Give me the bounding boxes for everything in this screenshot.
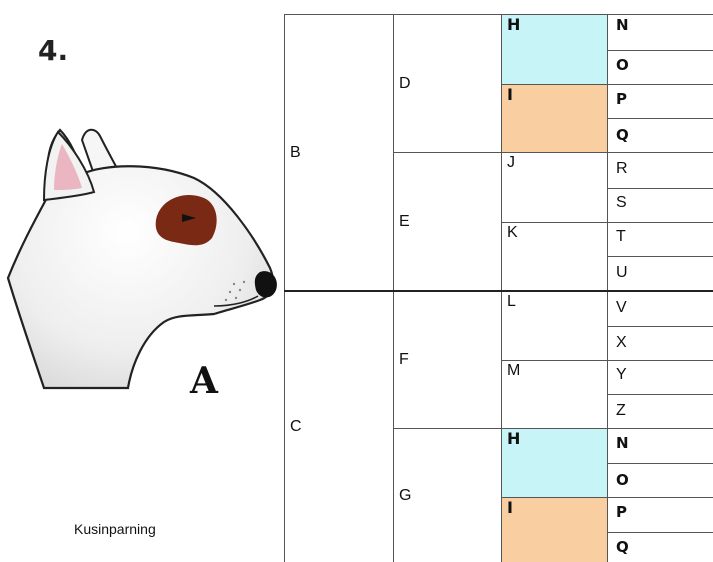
pedigree-line: [284, 290, 713, 292]
pedigree-line: [284, 14, 713, 15]
pedigree-line: [284, 14, 285, 562]
pedigree-line: [607, 118, 713, 119]
great-grandparent-cell: H: [502, 429, 607, 497]
great-great-grandparent-cell: T: [616, 228, 626, 245]
generation-number: 4.: [38, 34, 69, 67]
pedigree-line: [393, 428, 713, 429]
great-grandparent-cell: L: [507, 293, 516, 310]
great-great-grandparent-cell: Q: [616, 538, 629, 556]
pedigree-line: [607, 463, 713, 464]
great-grandparent-cell: I: [502, 85, 607, 152]
pedigree-line: [607, 14, 608, 562]
great-great-grandparent-cell: P: [616, 503, 627, 521]
great-great-grandparent-cell: O: [616, 471, 629, 489]
pedigree-line: [393, 152, 713, 153]
pedigree-line: [607, 532, 713, 533]
pedigree-line: [501, 84, 713, 85]
great-great-grandparent-cell: O: [616, 56, 629, 74]
great-great-grandparent-cell: N: [616, 434, 629, 452]
pedigree-line: [501, 14, 502, 562]
pedigree-line: [607, 326, 713, 327]
pedigree-line: [393, 14, 394, 562]
great-great-grandparent-cell: X: [616, 334, 627, 351]
great-great-grandparent-cell: N: [616, 16, 629, 34]
pedigree-line: [501, 360, 713, 361]
pedigree-line: [607, 188, 713, 189]
grandparent-cell: D: [399, 74, 411, 92]
great-great-grandparent-cell: V: [616, 299, 627, 316]
great-grandparent-cell: K: [507, 224, 518, 241]
left-panel: 4. A Kusinparning: [0, 0, 284, 562]
parent-cell: B: [290, 143, 301, 161]
grandparent-cell: G: [399, 486, 412, 504]
bull-terrier-head-illustration: [6, 128, 277, 390]
great-grandparent-cell: J: [507, 154, 515, 171]
pedigree-line: [501, 222, 713, 223]
grandparent-cell: E: [399, 212, 410, 230]
grandparent-cell: F: [399, 351, 409, 368]
great-great-grandparent-cell: U: [616, 264, 628, 281]
great-great-grandparent-cell: Z: [616, 402, 626, 419]
pedigree-line: [607, 256, 713, 257]
great-great-grandparent-cell: P: [616, 90, 627, 108]
great-grandparent-cell: M: [507, 362, 521, 379]
parent-cell: C: [290, 418, 302, 435]
pedigree-line: [501, 497, 713, 498]
great-great-grandparent-cell: R: [616, 160, 628, 177]
pedigree-line: [607, 394, 713, 395]
great-grandparent-cell: H: [502, 15, 607, 84]
dog-letter: A: [190, 360, 218, 402]
great-great-grandparent-cell: Y: [616, 366, 627, 383]
great-great-grandparent-cell: Q: [616, 126, 629, 144]
great-grandparent-cell: I: [502, 498, 607, 562]
caption: Kusinparning: [74, 521, 156, 537]
pedigree-line: [607, 50, 713, 51]
great-great-grandparent-cell: S: [616, 194, 627, 211]
